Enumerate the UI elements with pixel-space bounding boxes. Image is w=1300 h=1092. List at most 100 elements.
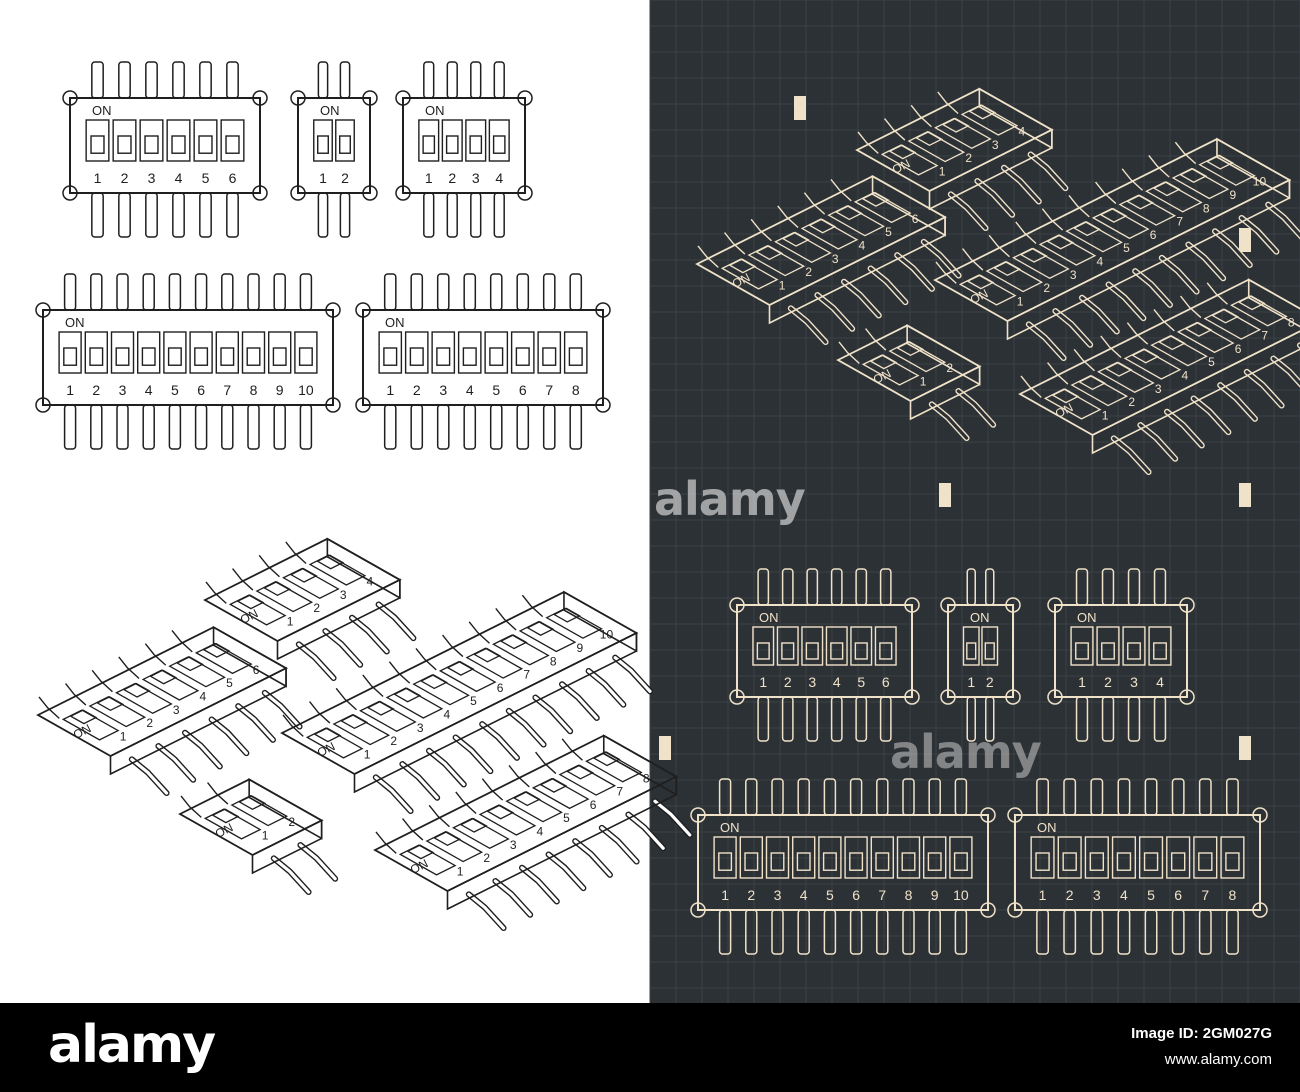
slider-well (294, 331, 318, 374)
slider-well (713, 836, 737, 879)
on-label: ON (720, 820, 740, 835)
lead-inner (400, 762, 439, 800)
slider-actuator (834, 205, 863, 221)
lead-inner (263, 691, 302, 729)
lead-inner (1053, 309, 1092, 347)
lead (535, 751, 557, 775)
position-label: 1 (386, 382, 394, 398)
slider-actuator (1157, 335, 1186, 351)
position-label: 7 (616, 785, 623, 799)
slider-well (267, 331, 292, 374)
switch-body (736, 604, 913, 698)
slider-well (791, 836, 816, 879)
lead-inner (975, 179, 1014, 217)
slider-well (1096, 626, 1120, 666)
mount-notch (690, 807, 706, 823)
slider-well (136, 331, 161, 374)
slider-well (1148, 626, 1172, 666)
slider-actuator (875, 852, 890, 871)
slider-actuator (781, 642, 795, 660)
position-label: 8 (1288, 315, 1295, 329)
lead-inner (895, 253, 934, 291)
slider-actuator (966, 642, 977, 660)
position-label: 2 (288, 815, 295, 829)
position-label: 1 (66, 382, 74, 398)
mount-notch (1179, 597, 1195, 613)
lead-inner (956, 389, 995, 427)
position-label: 7 (1176, 215, 1183, 229)
slider-well (465, 119, 487, 162)
slider-actuator (1170, 852, 1186, 871)
lead (857, 131, 879, 154)
slider-actuator (915, 131, 944, 147)
slider-actuator (1099, 207, 1128, 223)
slider-actuator (366, 700, 395, 716)
slider-actuator (393, 687, 422, 703)
position-label: 7 (223, 382, 231, 398)
slider-actuator (515, 347, 530, 366)
slider-well (752, 626, 775, 666)
slider-actuator (808, 218, 837, 234)
lead-inner (298, 843, 337, 881)
lead-inner (1028, 152, 1067, 190)
position-label: 1 (425, 170, 433, 186)
position-label: 4 (444, 708, 451, 722)
lead-inner (272, 856, 311, 894)
lead (935, 261, 957, 284)
lead (91, 669, 113, 693)
site-url[interactable]: www.alamy.com (1164, 1051, 1272, 1068)
lead (1020, 375, 1042, 398)
position-label: 8 (905, 887, 913, 903)
body-side-face (1247, 278, 1300, 328)
lead-inner (1165, 410, 1204, 448)
slider-actuator (718, 852, 733, 871)
slider-actuator (984, 642, 995, 660)
slider-well (1220, 836, 1245, 879)
lead (362, 674, 384, 697)
slider-well (488, 119, 510, 162)
slider-actuator (1131, 348, 1160, 364)
slider-well (1111, 836, 1137, 879)
slider-actuator (1143, 852, 1159, 871)
lead-inner (1218, 383, 1257, 421)
slider-well (844, 836, 868, 879)
lead (481, 778, 504, 801)
position-label: 9 (577, 641, 584, 655)
slider-actuator (896, 341, 925, 357)
position-label: 4 (1156, 674, 1164, 690)
footer-bar: alamy Image ID: 2GM027G www.alamy.com (0, 1003, 1300, 1092)
position-label: 2 (986, 674, 994, 690)
slider-actuator (459, 817, 488, 833)
body-top-face (836, 324, 982, 403)
slider-well (84, 331, 109, 374)
body-top-face (178, 778, 324, 857)
slider-actuator (198, 135, 213, 154)
slider-actuator (141, 347, 156, 366)
lead-inner (130, 757, 169, 795)
slider-actuator (90, 135, 105, 154)
position-label: 4 (145, 382, 153, 398)
image-id: Image ID: 2GM027G (1131, 1025, 1272, 1042)
position-label: 5 (563, 811, 570, 825)
slider-actuator (849, 852, 864, 871)
lead (1015, 221, 1037, 244)
position-label: 3 (340, 588, 347, 602)
position-label: 2 (121, 170, 129, 186)
lead-inner (815, 293, 854, 331)
mount-notch (362, 185, 378, 201)
slider-well (335, 119, 355, 162)
lead (884, 118, 906, 141)
slider-actuator (568, 347, 583, 366)
slider-actuator (340, 714, 369, 730)
slider-well (220, 119, 245, 162)
brand-logo[interactable]: alamy (48, 1015, 216, 1075)
lead (724, 232, 746, 255)
slider-well (850, 626, 873, 666)
mount-notch (904, 597, 920, 613)
